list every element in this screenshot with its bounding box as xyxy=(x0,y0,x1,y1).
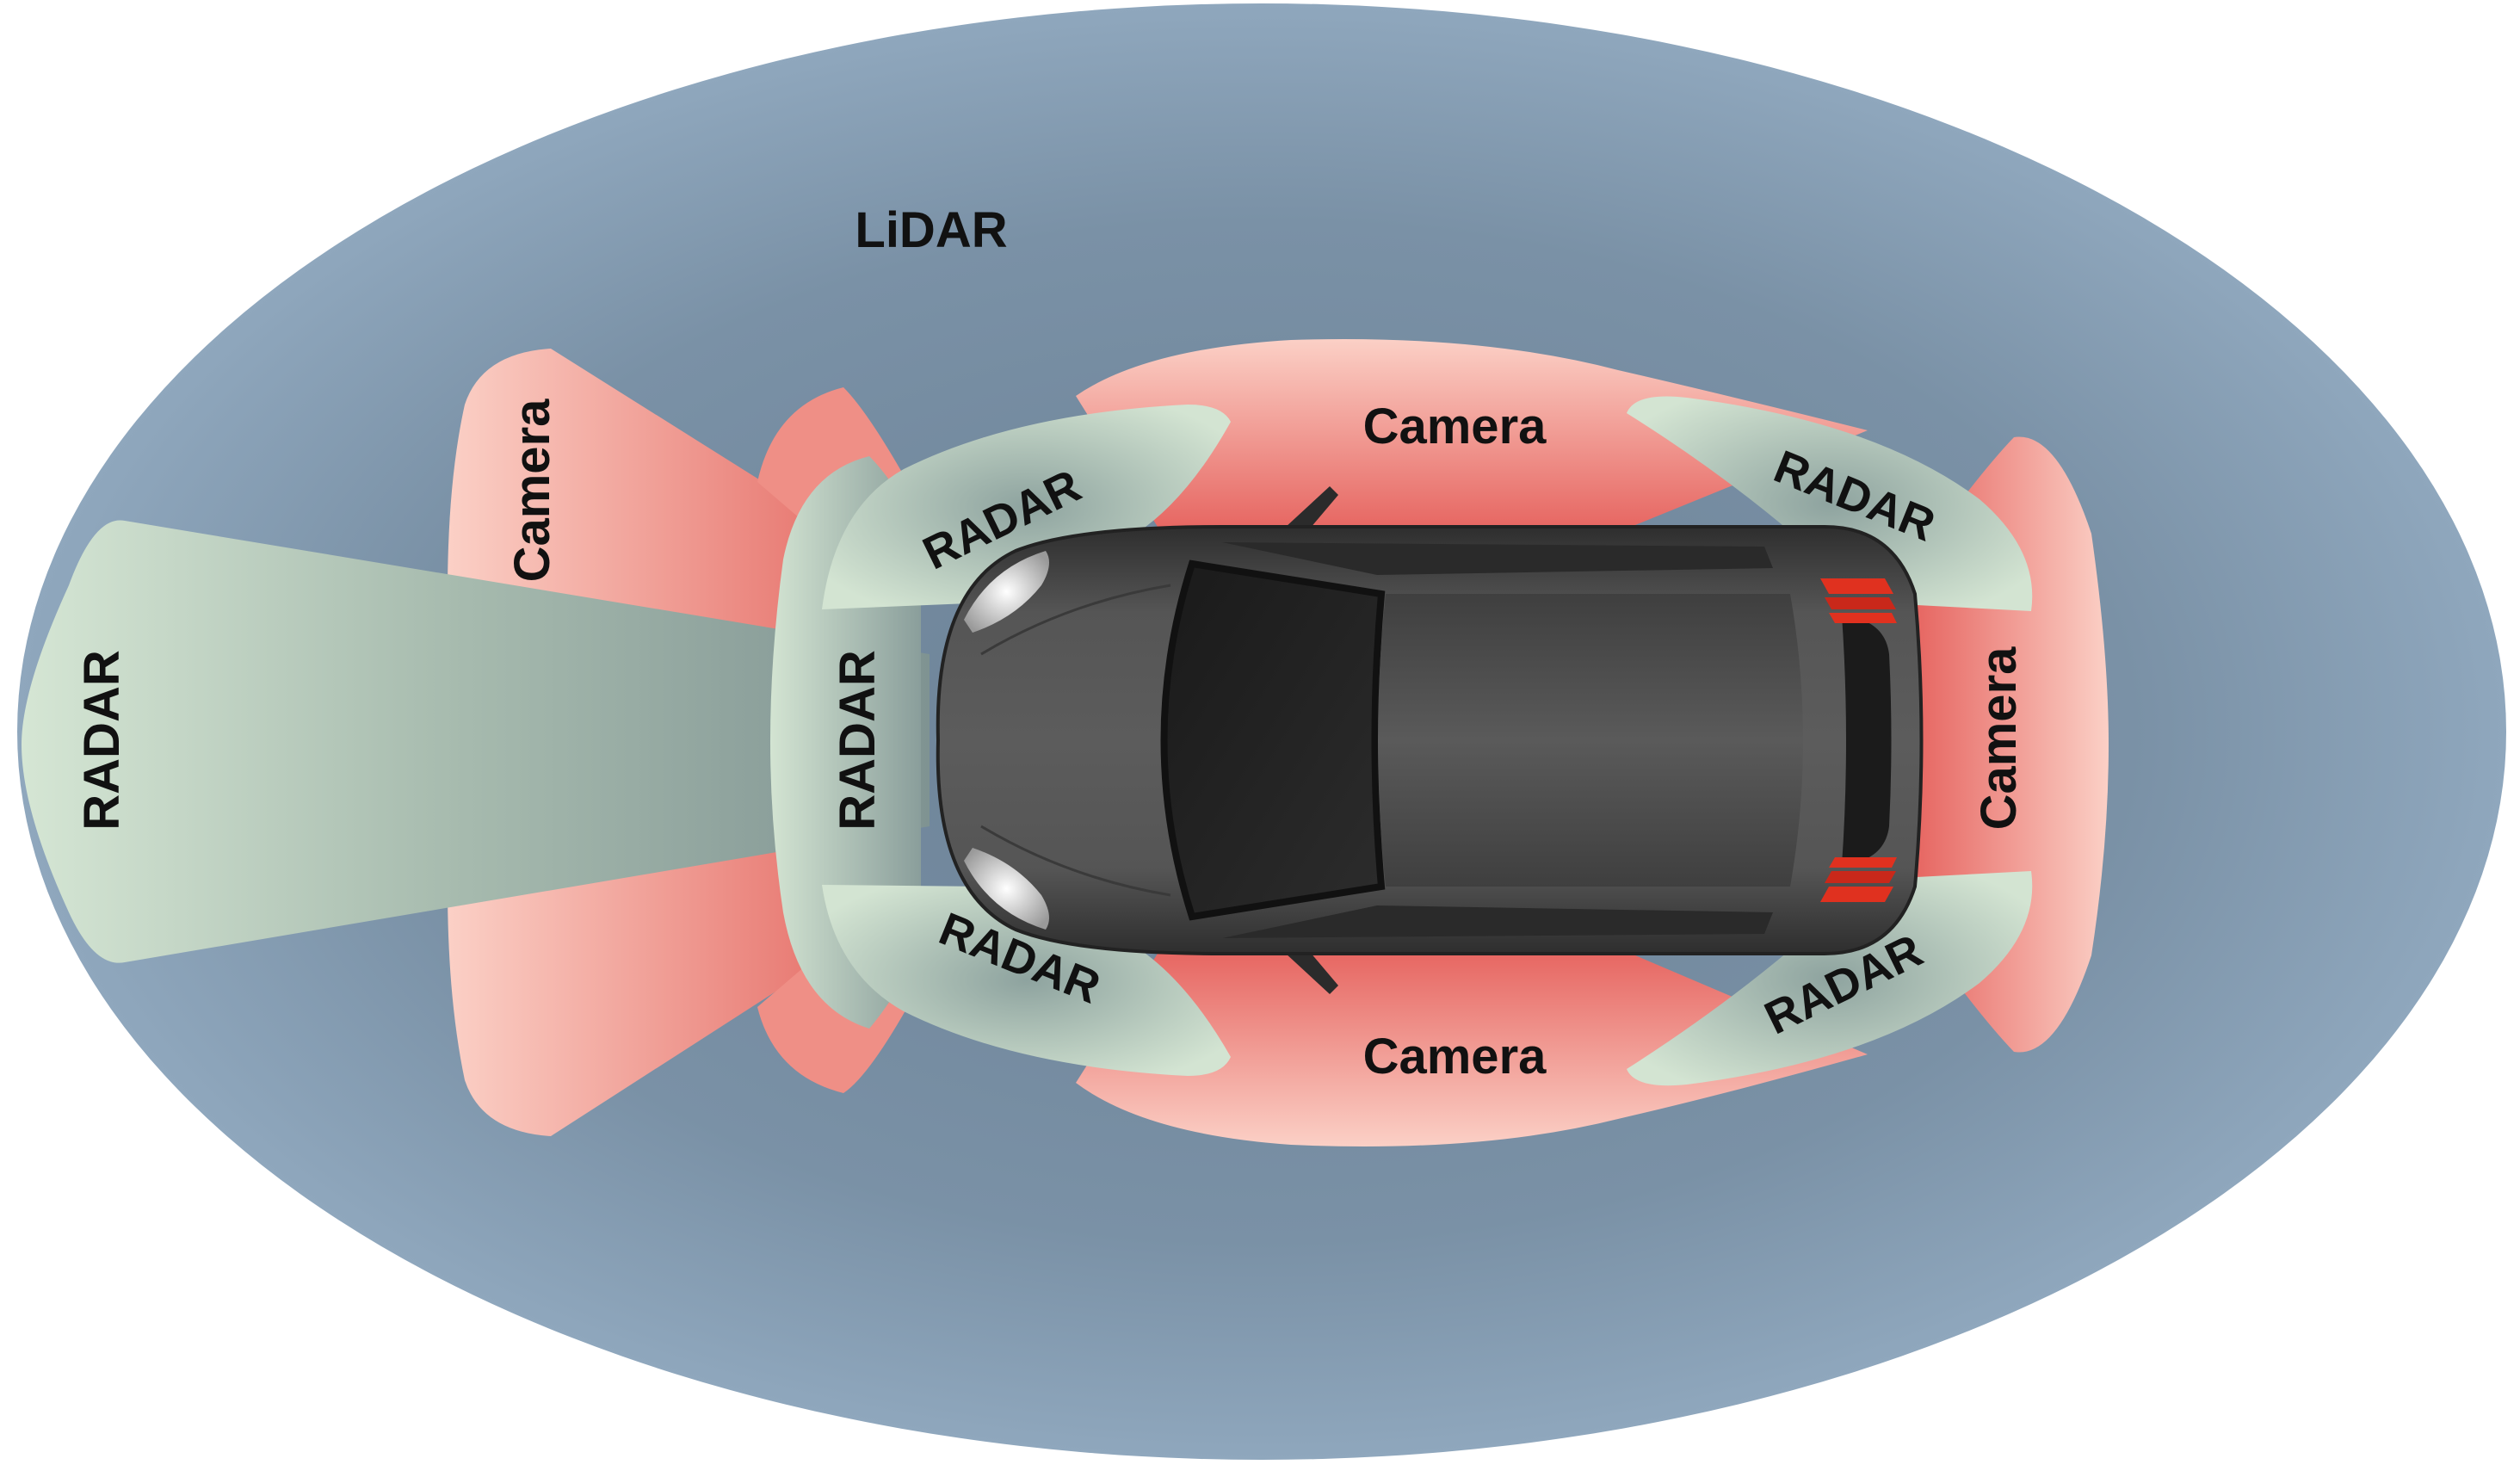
car-roof xyxy=(1378,594,1803,887)
front-wide-camera-label: Camera xyxy=(504,399,560,583)
car-hood-line-upper xyxy=(980,584,1171,656)
rear-right-radar-fan xyxy=(1627,871,2033,1086)
car xyxy=(936,486,1924,994)
car-side-window-left xyxy=(1222,542,1773,575)
left-camera-lobe xyxy=(1076,339,1868,551)
car-headlight-left xyxy=(964,551,1049,633)
car-tail-light-right xyxy=(1820,857,1897,902)
car-windshield xyxy=(1160,559,1386,921)
left-camera-label: Camera xyxy=(1363,399,1547,454)
front-left-radar-fan xyxy=(822,405,1231,609)
car-headlight-right xyxy=(964,848,1049,930)
car-side-window-right xyxy=(1222,905,1773,938)
long-range-radar-label: RADAR xyxy=(74,650,130,830)
right-camera-label: Camera xyxy=(1363,1029,1547,1085)
car-tail-light-left xyxy=(1820,578,1897,623)
car-rear-window xyxy=(1842,615,1892,865)
rear-left-radar-fan xyxy=(1627,396,2033,611)
car-hood-line-lower xyxy=(980,825,1171,897)
front-radar-label: RADAR xyxy=(830,650,886,830)
long-range-radar-beam xyxy=(22,520,930,963)
front-right-radar-fan xyxy=(822,885,1231,1076)
lidar-label: LiDAR xyxy=(855,202,1007,258)
right-camera-lobe xyxy=(1076,930,1868,1146)
rear-camera-label: Camera xyxy=(1971,646,2027,831)
